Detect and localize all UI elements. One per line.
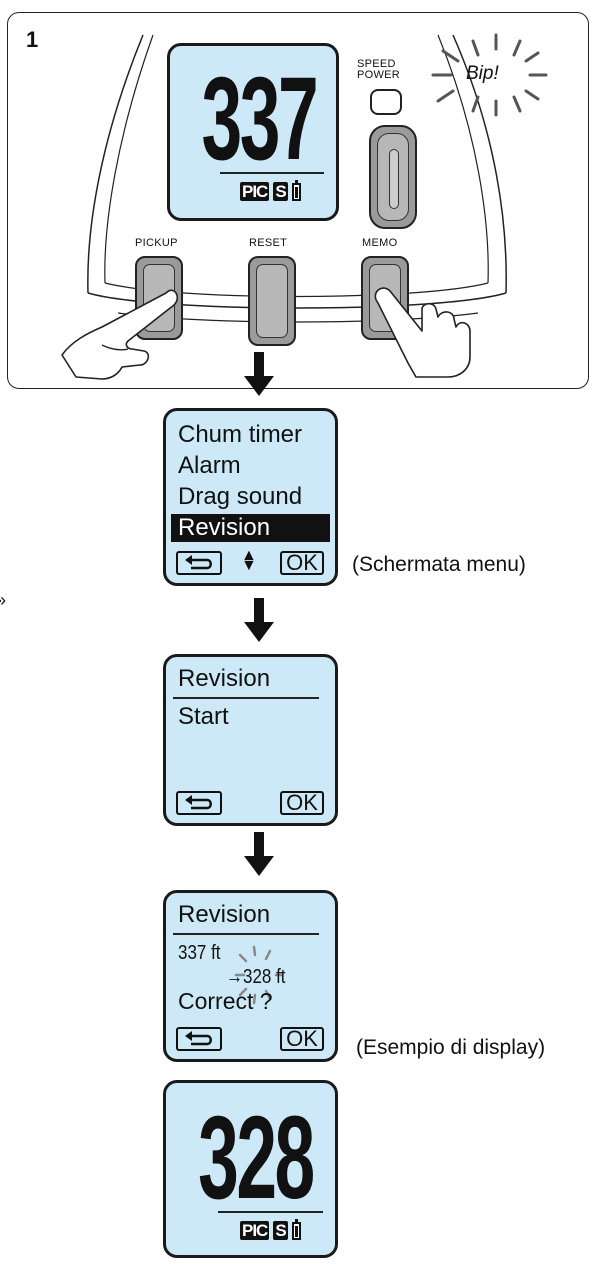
battery-icon [291, 1218, 301, 1240]
result-display: 328 PIC S [163, 1080, 338, 1258]
menu-screen: Chum timer Alarm Drag sound Revision ▲▼ … [163, 408, 338, 586]
back-button[interactable] [176, 551, 222, 575]
title-underline [173, 697, 319, 699]
pic-indicator: PIC [240, 1221, 270, 1240]
revision-title: Revision [178, 665, 271, 692]
revision-start-item[interactable]: Start [178, 703, 229, 730]
result-value: 328 [198, 1092, 315, 1224]
display-rule [220, 172, 324, 174]
new-value: →328 ft [226, 966, 286, 988]
confirm-caption: (Esempio di display) [356, 1036, 546, 1059]
pic-indicator: PIC [240, 182, 270, 201]
back-button[interactable] [176, 1027, 222, 1051]
main-display: 337 PIC S [167, 43, 339, 221]
menu-caption: (Schermata menu) [352, 553, 526, 576]
old-value: 337 ft [178, 942, 221, 964]
left-hand-icon [61, 289, 178, 380]
step-number: 1 [26, 27, 39, 52]
confirm-question: Correct ? [178, 988, 273, 1014]
menu-item-drag-sound[interactable]: Drag sound [178, 483, 303, 510]
ok-button[interactable]: OK [280, 551, 324, 575]
power-label: POWER [357, 69, 401, 81]
pickup-label: PICKUP [135, 237, 178, 249]
back-button[interactable] [176, 791, 222, 815]
mode-indicators: PIC S [240, 179, 301, 201]
confirm-title: Revision [178, 901, 271, 928]
reset-label: RESET [249, 237, 288, 249]
flash-rays-icon [234, 945, 284, 1005]
battery-icon [291, 179, 301, 201]
lever-switch[interactable] [369, 125, 417, 229]
revision-screen: Revision Start OK [163, 654, 338, 826]
menu-item-revision-selected[interactable]: Revision [171, 514, 330, 542]
confirm-screen: Revision 337 ft →328 ft Correct ? OK [163, 890, 338, 1062]
ok-button[interactable]: OK [280, 1027, 324, 1051]
back-arrow-icon [185, 555, 212, 570]
speed-label: SPEED [357, 58, 396, 70]
up-down-icon: ▲▼ [241, 547, 257, 574]
ok-button[interactable]: OK [280, 791, 324, 815]
s-indicator: S [273, 182, 288, 201]
down-arrow-icon [244, 832, 274, 876]
down-arrow-icon [244, 352, 274, 396]
s-indicator: S [273, 1221, 288, 1240]
right-hand-icon [374, 287, 471, 378]
menu-item-chum-timer[interactable]: Chum timer [178, 421, 303, 448]
speed-power-button[interactable] [370, 89, 402, 115]
side-mark: » [0, 590, 6, 611]
back-arrow-icon [185, 795, 212, 810]
title-underline [173, 933, 319, 935]
back-arrow-icon [185, 1031, 212, 1046]
down-arrow-icon [244, 598, 274, 642]
display-rule [218, 1211, 323, 1213]
memo-label: MEMO [362, 237, 398, 249]
reset-button[interactable] [248, 256, 296, 346]
display-value: 337 [201, 53, 319, 185]
mode-indicators: PIC S [240, 1218, 301, 1240]
beep-text: Bip! [466, 63, 499, 84]
step-1-panel: 1 337 PIC S SPEED POWER Bip! PICKUP RESE… [7, 12, 589, 389]
speed-power-label: SPEED POWER [357, 59, 400, 81]
menu-item-alarm[interactable]: Alarm [178, 452, 241, 479]
